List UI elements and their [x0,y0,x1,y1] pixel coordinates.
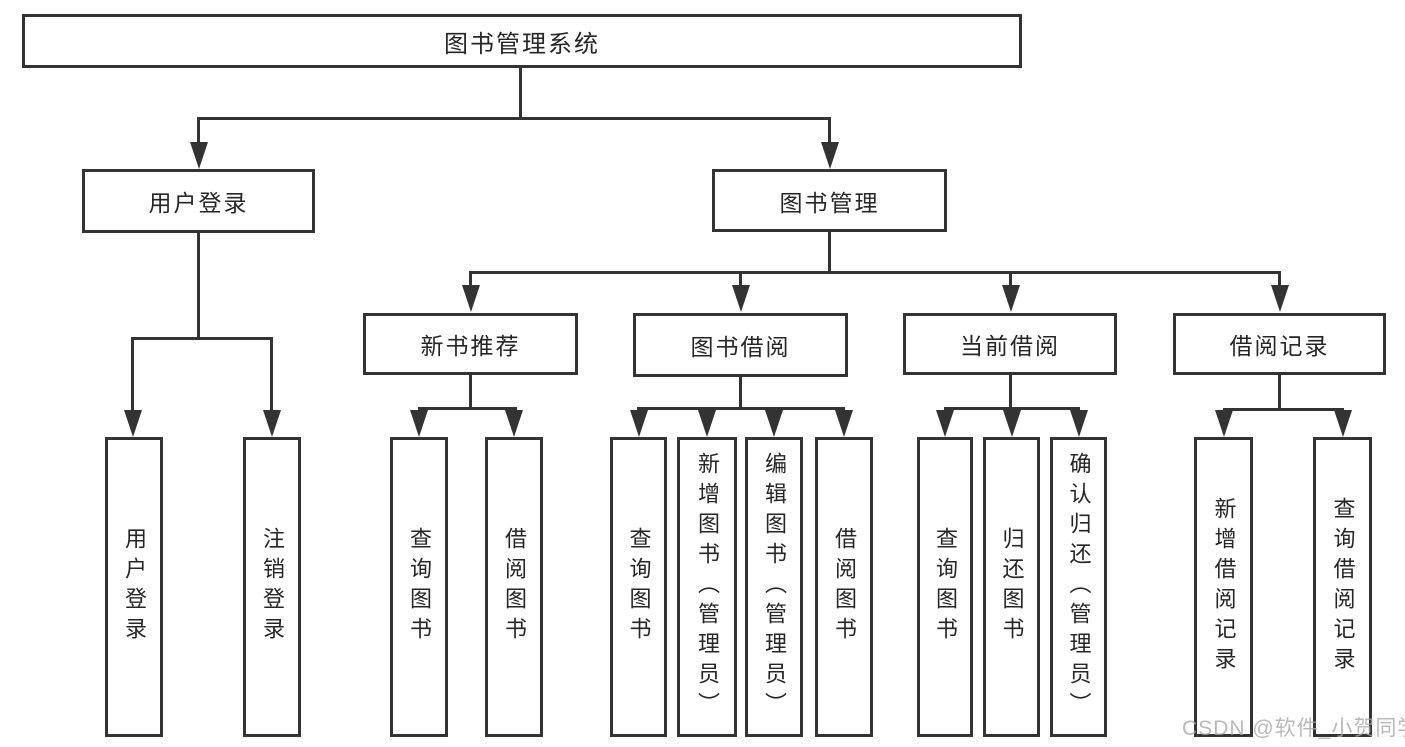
node-label: 查询图书 [933,527,958,647]
connector-stub [828,120,831,143]
arrow-down-icon [936,410,954,437]
node-book-borrowing: 图书借阅 [633,313,848,377]
arrow-down-icon [124,410,142,437]
leaf-add-borrow-record: 新增借阅记录 [1194,437,1253,737]
node-book-management: 图书管理 [712,169,947,232]
connector-level2-rail [197,117,831,120]
connector-stub [197,120,200,143]
connector-stub [1009,274,1012,286]
node-label: 注销登录 [260,527,285,647]
connector-stub [1278,274,1281,286]
connector-rail [131,337,273,340]
arrow-down-icon [835,410,853,437]
connector-stem [739,377,742,410]
leaf-recommend-query-books: 查询图书 [390,437,448,737]
connector-root-stem [519,68,522,120]
arrow-down-icon [263,410,281,437]
arrow-down-icon [1003,410,1021,437]
arrow-down-icon [1271,285,1289,312]
node-borrow-records: 借阅记录 [1173,313,1386,375]
node-label: 新书推荐 [420,333,521,359]
connector-stem [1278,375,1281,411]
leaf-borrowing-borrow-books: 借阅图书 [815,437,873,737]
leaf-return-books: 归还图书 [983,437,1040,737]
node-label: 新增图书（管理员） [695,452,720,722]
leaf-current-query-books: 查询图书 [917,437,973,737]
leaf-confirm-return-admin: 确认归还（管理员） [1050,437,1107,737]
node-label: 用户登录 [148,190,249,216]
arrow-down-icon [1070,410,1088,437]
arrow-down-icon [765,410,783,437]
connector-stem [1009,375,1012,410]
leaf-recommend-borrow-books: 借阅图书 [485,437,543,737]
connector-stub [131,340,134,411]
arrow-down-icon [698,410,716,437]
node-label: 借阅图书 [502,527,527,647]
connector-stem [469,375,472,410]
node-label: 查询借阅记录 [1330,497,1356,677]
arrow-down-icon [410,410,428,437]
node-label: 借阅图书 [832,527,857,647]
leaf-logout: 注销登录 [243,437,301,737]
connector-stem [828,232,831,274]
node-current-borrowing: 当前借阅 [903,313,1117,375]
arrow-down-icon [821,142,839,169]
node-label: 图书借阅 [690,334,791,360]
node-label: 图书管理 [779,189,880,216]
arrow-down-icon [630,410,648,437]
arrow-down-icon [1002,285,1020,312]
arrow-down-icon [190,142,208,169]
connector-level3-rail [469,271,1281,274]
connector-stub [270,340,273,411]
arrow-down-icon [462,285,480,312]
connector-stub [739,274,742,286]
node-label: 查询图书 [626,527,652,647]
connector-stub [469,274,472,286]
leaf-add-books-admin: 新增图书（管理员） [677,437,737,737]
node-label: 当前借阅 [960,333,1060,359]
node-label: 归还图书 [999,527,1025,647]
node-label: 查询图书 [407,527,432,647]
node-label: 用户登录 [122,527,147,647]
node-label: 编辑图书（管理员） [762,452,787,722]
node-user-login: 用户登录 [82,169,315,233]
leaf-query-borrow-record: 查询借阅记录 [1313,437,1372,737]
connector-rail [944,407,1080,410]
node-label: 确认归还（管理员） [1066,452,1092,722]
node-root: 图书管理系统 [22,14,1022,68]
node-label: 图书管理系统 [444,30,600,58]
connector-rail [637,407,845,410]
csdn-watermark: CSDN @软件_小贺同学 [1182,717,1405,740]
arrow-down-icon [505,410,523,437]
leaf-user-login: 用户登录 [105,437,163,737]
leaf-borrowing-query-books: 查询图书 [610,437,667,737]
leaf-edit-books-admin: 编辑图书（管理员） [745,437,803,737]
connector-rail [418,407,517,410]
connector-rail [1223,408,1344,411]
arrow-down-icon [1334,410,1352,437]
node-label: 新增借阅记录 [1211,497,1237,677]
arrow-down-icon [732,285,750,312]
node-new-book-recommend: 新书推荐 [363,313,578,375]
connector-stem [197,233,200,340]
node-label: 借阅记录 [1229,333,1330,359]
arrow-down-icon [1215,410,1233,437]
